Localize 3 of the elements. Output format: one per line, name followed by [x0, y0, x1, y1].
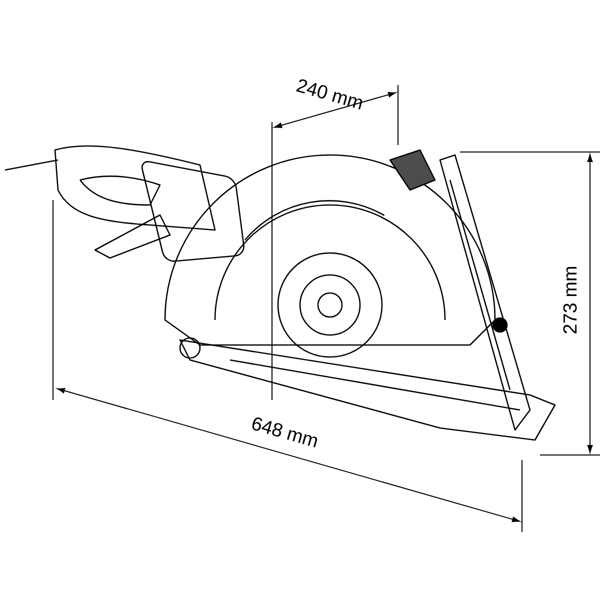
dimension-label: 648 mm	[252, 417, 318, 448]
dimension-label: 273 mm	[563, 266, 577, 334]
dimension-label: 240 mm	[296, 79, 362, 110]
